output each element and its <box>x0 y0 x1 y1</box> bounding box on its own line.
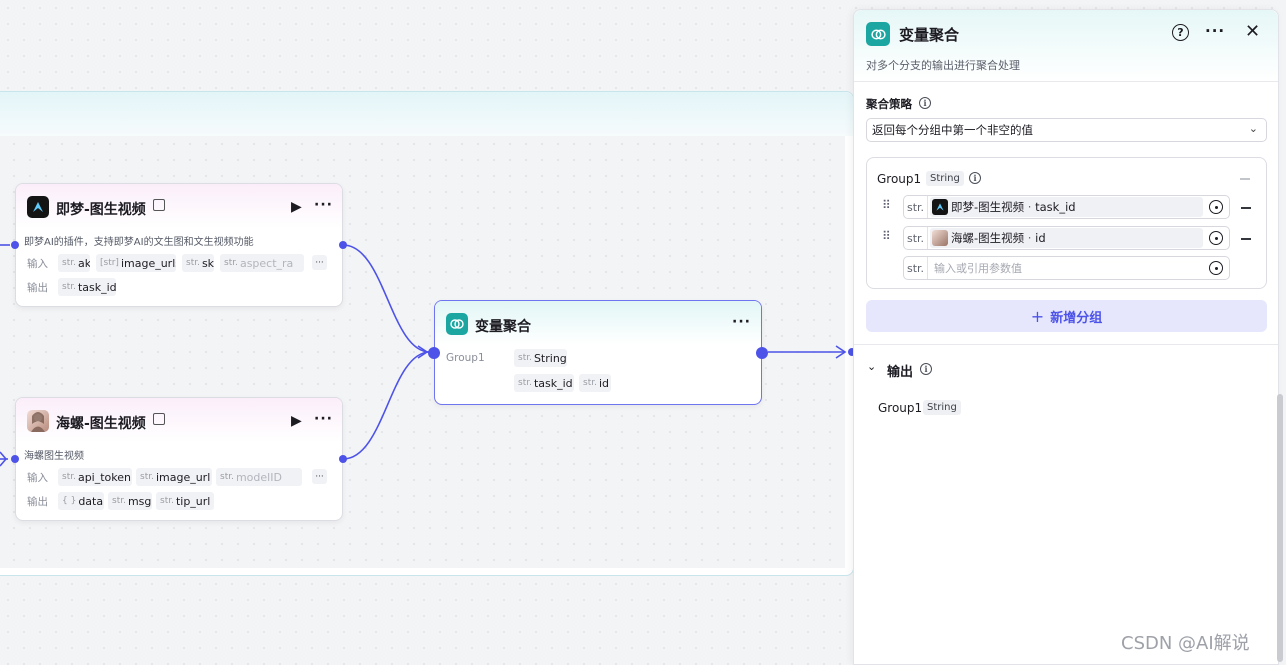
input-param: str.image_url <box>136 468 212 486</box>
section-divider <box>854 344 1278 345</box>
watermark: CSDN @AI解说 <box>1121 633 1250 654</box>
panel-header <box>854 10 1278 82</box>
info-icon[interactable]: i <box>919 97 931 109</box>
input-label: 输入 <box>27 472 48 484</box>
group-label: Group1 <box>446 352 485 364</box>
input-param: [str]image_urls <box>96 254 176 272</box>
input-param: str.aspect_ra <box>220 254 304 272</box>
output-type-badge: String <box>923 400 961 415</box>
more-icon[interactable]: ··· <box>314 197 333 213</box>
input-param: str.api_token <box>58 468 132 486</box>
node-title: 海螺-图生视频 <box>56 416 146 432</box>
group-variable: str.id <box>579 374 611 392</box>
loop-container-header <box>0 92 853 136</box>
output-label: 输出 <box>27 282 48 294</box>
var-reference: 即梦-图生视频 · task_id <box>930 197 1203 217</box>
output-label: 输出 <box>887 365 914 380</box>
drag-handle-icon[interactable]: ⠿ <box>882 229 891 243</box>
info-icon[interactable]: i <box>969 172 981 184</box>
variable-picker-icon[interactable] <box>1209 231 1223 245</box>
group-name: Group1 <box>877 172 922 186</box>
input-param: str.modelID <box>216 468 302 486</box>
group-type: str.String <box>514 349 567 367</box>
run-icon[interactable]: ▶ <box>291 199 302 215</box>
node-settings-panel: 变量聚合 ? ··· ✕ 对多个分支的输出进行聚合处理 聚合策略 i 返回每个分… <box>853 9 1279 665</box>
plus-icon: + <box>1030 306 1045 326</box>
remove-variable-icon[interactable] <box>1241 238 1251 240</box>
node-jimeng-image-to-video[interactable]: 即梦-图生视频 ▶ ··· 即梦AI的插件，支持即梦AI的文生图和文生视频功能 … <box>15 183 343 307</box>
port-next-input[interactable] <box>848 348 856 356</box>
node-hailuo-image-to-video[interactable]: 海螺-图生视频 ▶ ··· 海螺图生视频 输入 str.api_token st… <box>15 397 343 521</box>
port-jimeng-input[interactable] <box>11 241 19 249</box>
more-icon[interactable]: ··· <box>732 314 751 330</box>
close-icon[interactable]: ✕ <box>1245 21 1261 42</box>
variable-picker-icon[interactable] <box>1209 200 1223 214</box>
remove-group-icon[interactable] <box>1240 178 1250 180</box>
placeholder-text: 输入或引用参数值 <box>934 262 1022 275</box>
more-icon[interactable]: ··· <box>1205 22 1226 40</box>
hailuo-avatar-icon <box>27 410 49 432</box>
group-variable: str.task_id <box>514 374 574 392</box>
panel-subtitle: 对多个分支的输出进行聚合处理 <box>866 59 1020 72</box>
jimeng-logo-icon <box>932 199 948 215</box>
node-title: 即梦-图生视频 <box>56 202 146 218</box>
output-param: str.tip_url <box>156 492 214 510</box>
help-icon[interactable]: ? <box>1172 24 1189 41</box>
port-jimeng-output[interactable] <box>339 241 347 249</box>
input-label: 输入 <box>27 258 48 270</box>
chevron-down-icon: ⌄ <box>1248 122 1258 135</box>
output-group-name: Group1 <box>878 401 923 415</box>
output-param: str.task_id <box>58 278 116 296</box>
group-variable-field[interactable]: str. 海螺-图生视频 · id <box>903 226 1230 250</box>
node-variable-aggregate[interactable]: 变量聚合 ··· Group1 str.String str.task_id s… <box>434 300 762 405</box>
chevron-down-icon[interactable]: ⌄ <box>867 360 877 373</box>
run-icon[interactable]: ▶ <box>291 413 302 429</box>
group-variable-field[interactable]: str. 即梦-图生视频 · task_id <box>903 195 1230 219</box>
variable-picker-icon[interactable] <box>1209 261 1223 275</box>
plugin-store-icon <box>153 413 165 425</box>
strategy-select[interactable]: 返回每个分组中第一个非空的值 ⌄ <box>866 118 1267 142</box>
hailuo-avatar-icon <box>932 230 948 246</box>
output-param: str.msg <box>108 492 152 510</box>
node-header <box>16 398 342 442</box>
node-description: 即梦AI的插件，支持即梦AI的文生图和文生视频功能 <box>24 237 254 248</box>
output-param: { }data <box>58 492 104 510</box>
input-param: str.ak <box>58 254 90 272</box>
strategy-value: 返回每个分组中第一个非空的值 <box>872 123 1033 137</box>
port-hailuo-input[interactable] <box>11 455 19 463</box>
var-type: str. <box>904 196 928 218</box>
strategy-label: 聚合策略 <box>866 97 912 111</box>
port-aggregate-input[interactable] <box>428 347 440 359</box>
new-variable-input[interactable]: str. 输入或引用参数值 <box>903 256 1230 280</box>
remove-variable-icon[interactable] <box>1241 207 1251 209</box>
output-label: 输出 <box>27 496 48 508</box>
node-header <box>435 301 761 345</box>
var-type: str. <box>904 227 928 249</box>
panel-scrollbar[interactable] <box>1277 394 1283 662</box>
node-header <box>16 184 342 228</box>
node-description: 海螺图生视频 <box>24 451 84 462</box>
aggregate-icon <box>446 313 468 335</box>
port-hailuo-output[interactable] <box>339 455 347 463</box>
group-type-badge: String <box>926 171 964 186</box>
plugin-store-icon <box>153 199 165 211</box>
drag-handle-icon[interactable]: ⠿ <box>882 198 891 212</box>
more-icon[interactable]: ··· <box>314 411 333 427</box>
jimeng-logo-icon <box>27 196 49 218</box>
var-reference: 海螺-图生视频 · id <box>930 228 1203 248</box>
more-params-button[interactable]: ··· <box>312 255 327 270</box>
add-group-button[interactable]: + 新增分组 <box>866 300 1267 332</box>
aggregate-icon <box>866 22 890 46</box>
var-type: str. <box>904 257 928 279</box>
panel-title: 变量聚合 <box>899 26 960 44</box>
info-icon[interactable]: i <box>920 363 932 375</box>
port-aggregate-output[interactable] <box>756 347 768 359</box>
more-params-button[interactable]: ··· <box>312 469 327 484</box>
input-param: str.sk <box>182 254 214 272</box>
node-title: 变量聚合 <box>475 319 531 335</box>
